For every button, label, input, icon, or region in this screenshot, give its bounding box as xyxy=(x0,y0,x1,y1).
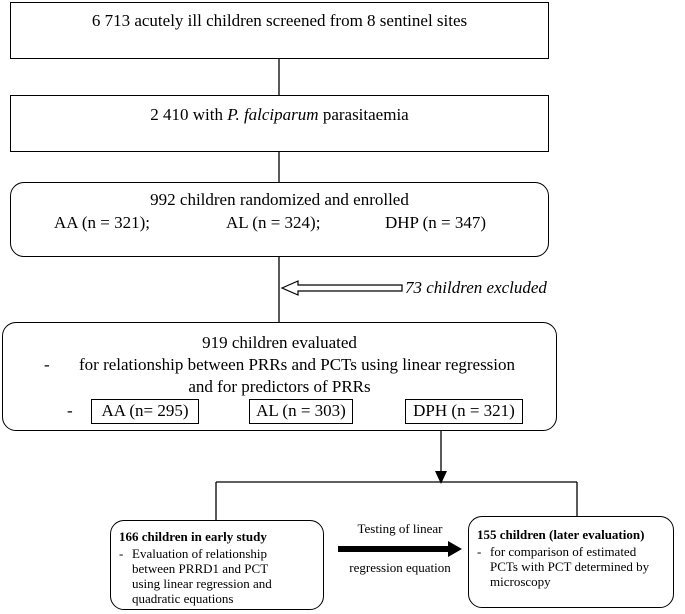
evaluated-line1: for relationship between PRRs and PCTs u… xyxy=(79,355,516,374)
later-evaluation-line: microscopy xyxy=(490,574,551,589)
early-study-line: between PRRD1 and PCT xyxy=(132,561,269,576)
early-study-line: quadratic equations xyxy=(132,591,234,606)
early-study-title: 166 children in early study xyxy=(119,529,267,544)
later-evaluation-dash: - xyxy=(477,544,482,559)
group-dhp-enrolled: DHP (n = 347) xyxy=(385,213,487,232)
parasitaemia-text: 2 410 with P. falciparum parasitaemia xyxy=(11,105,548,125)
arrow-down-head xyxy=(435,471,447,484)
parasitaemia-prefix: 2 410 with xyxy=(150,105,228,124)
later-evaluation-line: for comparison of estimated xyxy=(490,544,637,559)
early-study-dash: - xyxy=(119,546,124,561)
evaluated-title: 919 children evaluated xyxy=(202,333,357,352)
randomized-box: 992 children randomized and enrolled AA … xyxy=(10,182,549,257)
group-al-enrolled: AL (n = 324); xyxy=(226,213,321,232)
screened-box: 6 713 acutely ill children screened from… xyxy=(10,2,549,59)
group-aa-enrolled: AA (n = 321); xyxy=(54,213,150,232)
later-evaluation-list: - for comparison of estimated PCTs with … xyxy=(477,544,665,589)
screened-text: 6 713 acutely ill children screened from… xyxy=(91,11,468,30)
groups-dash: - xyxy=(67,401,73,420)
group-aa-evaluated: AA (n= 295) xyxy=(91,399,199,424)
group-al-evaluated: AL (n = 303) xyxy=(249,399,353,424)
later-evaluation-title: 155 children (later evaluation) xyxy=(477,527,645,542)
testing-arrow xyxy=(338,541,462,557)
randomized-title: 992 children randomized and enrolled xyxy=(150,190,409,209)
excluded-label: 73 children excluded xyxy=(405,278,547,297)
early-study-line: Evaluation of relationship xyxy=(132,546,268,561)
early-study-list: - Evaluation of relationship between PRR… xyxy=(119,546,314,606)
group-dph-evaluated: DPH (n = 321) xyxy=(405,399,523,424)
parasitaemia-suffix: parasitaemia xyxy=(318,105,409,124)
species-name: P. falciparum xyxy=(227,105,319,124)
later-evaluation-box: 155 children (later evaluation) - for co… xyxy=(468,516,674,608)
arrow-label-line2: regression equation xyxy=(349,560,451,575)
evaluated-box: 919 children evaluated - for relationshi… xyxy=(2,322,557,431)
early-study-box: 166 children in early study - Evaluation… xyxy=(110,520,324,610)
early-study-line: using linear regression and xyxy=(132,576,272,591)
later-evaluation-line: PCTs with PCT determined by xyxy=(490,559,650,574)
exclusion-arrow xyxy=(280,280,403,296)
arrow-label-line1: Testing of linear xyxy=(357,521,443,536)
parasitaemia-box: 2 410 with P. falciparum parasitaemia xyxy=(10,95,549,152)
evaluated-line2: and for predictors of PRRs xyxy=(188,377,371,396)
evaluated-dash: - xyxy=(44,355,50,374)
